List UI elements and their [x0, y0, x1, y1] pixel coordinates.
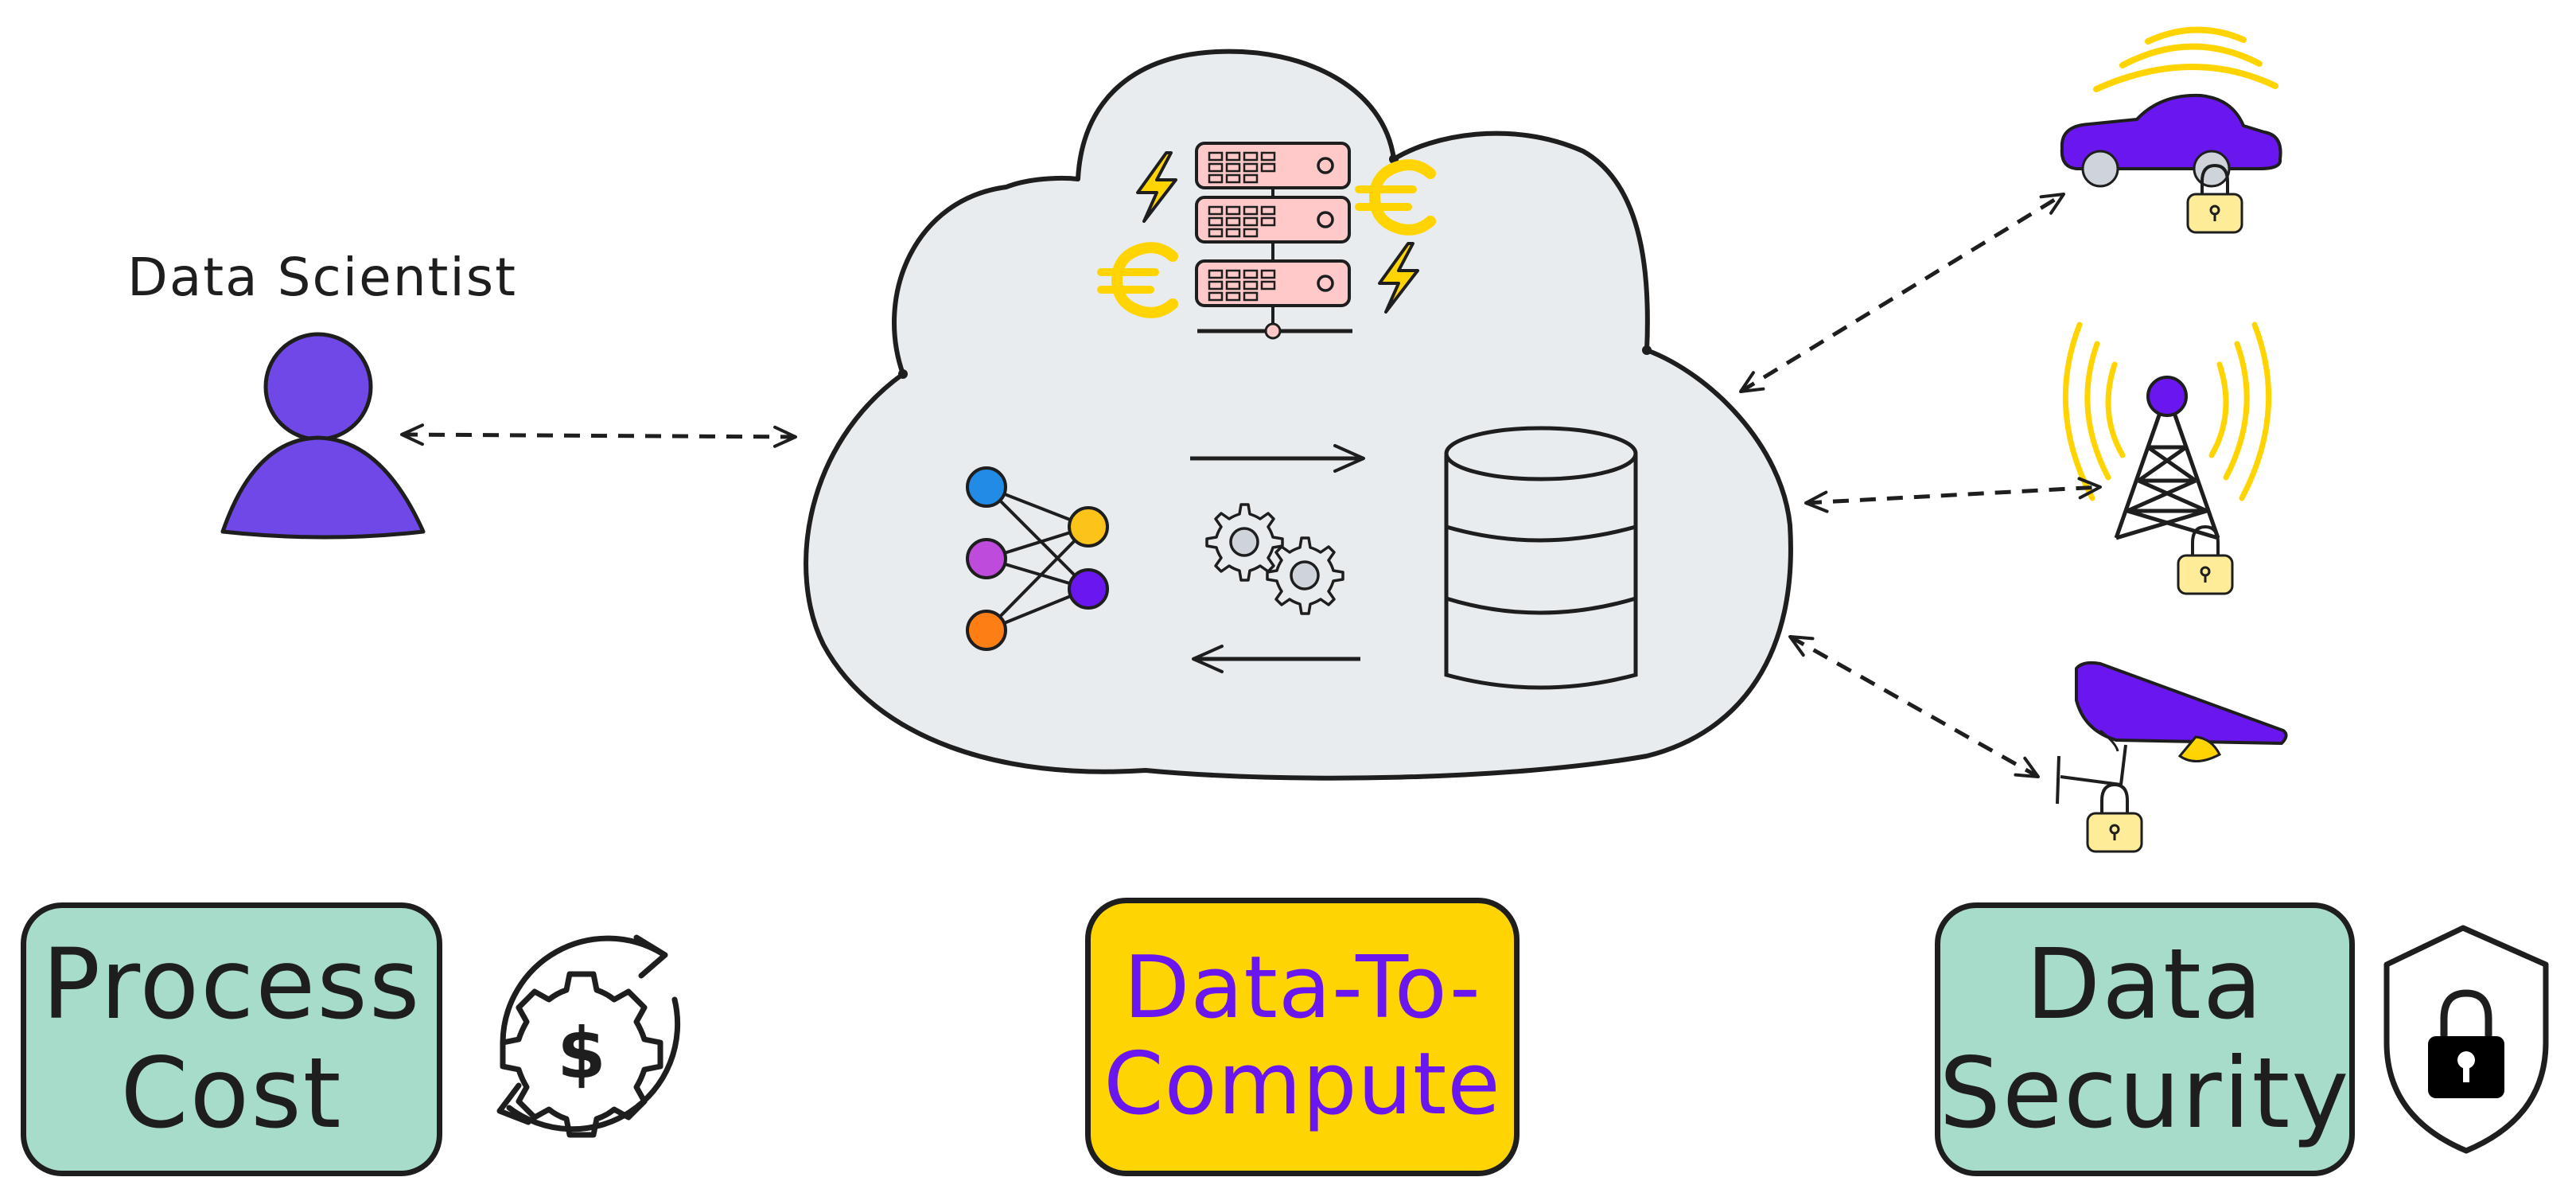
- cloud-camera-arrow: [1788, 634, 2040, 779]
- process-cost-box: Process Cost: [21, 902, 442, 1176]
- data-security-label-line1: Data: [2025, 928, 2264, 1042]
- database-icon: [1444, 426, 1638, 690]
- security-camera-icon: [2056, 661, 2288, 805]
- padlock-icon: [2086, 783, 2143, 853]
- data-to-compute-label-line1: Data-To-: [1123, 938, 1481, 1039]
- data-security-box: Data Security: [1935, 902, 2355, 1176]
- gear-dollar-cycle-icon: [496, 934, 681, 1138]
- process-cost-label-line2: Cost: [120, 1037, 343, 1150]
- cloud-car-arrow: [1739, 192, 2065, 394]
- neural-network-icon: [966, 466, 1109, 651]
- car-icon: [2060, 26, 2282, 188]
- data-security-label-line2: Security: [1939, 1037, 2351, 1150]
- process-cost-label-line1: Process: [41, 928, 422, 1042]
- dollar-icon: $: [557, 1012, 605, 1094]
- cloud-icon: [804, 49, 1793, 781]
- padlock-icon: [2177, 525, 2234, 595]
- cell-tower-icon: [2062, 322, 2272, 540]
- data-to-compute-box: Data-To- Compute: [1085, 898, 1520, 1176]
- data-to-compute-label-line2: Compute: [1103, 1035, 1501, 1134]
- cloud-tower-arrow: [1804, 477, 2102, 513]
- server-rack-icon: [1195, 142, 1352, 340]
- person-icon: [220, 332, 426, 540]
- person-cloud-arrow: [400, 423, 797, 448]
- data-scientist-label: Data Scientist: [127, 247, 517, 308]
- shield-lock-icon: [2383, 925, 2549, 1154]
